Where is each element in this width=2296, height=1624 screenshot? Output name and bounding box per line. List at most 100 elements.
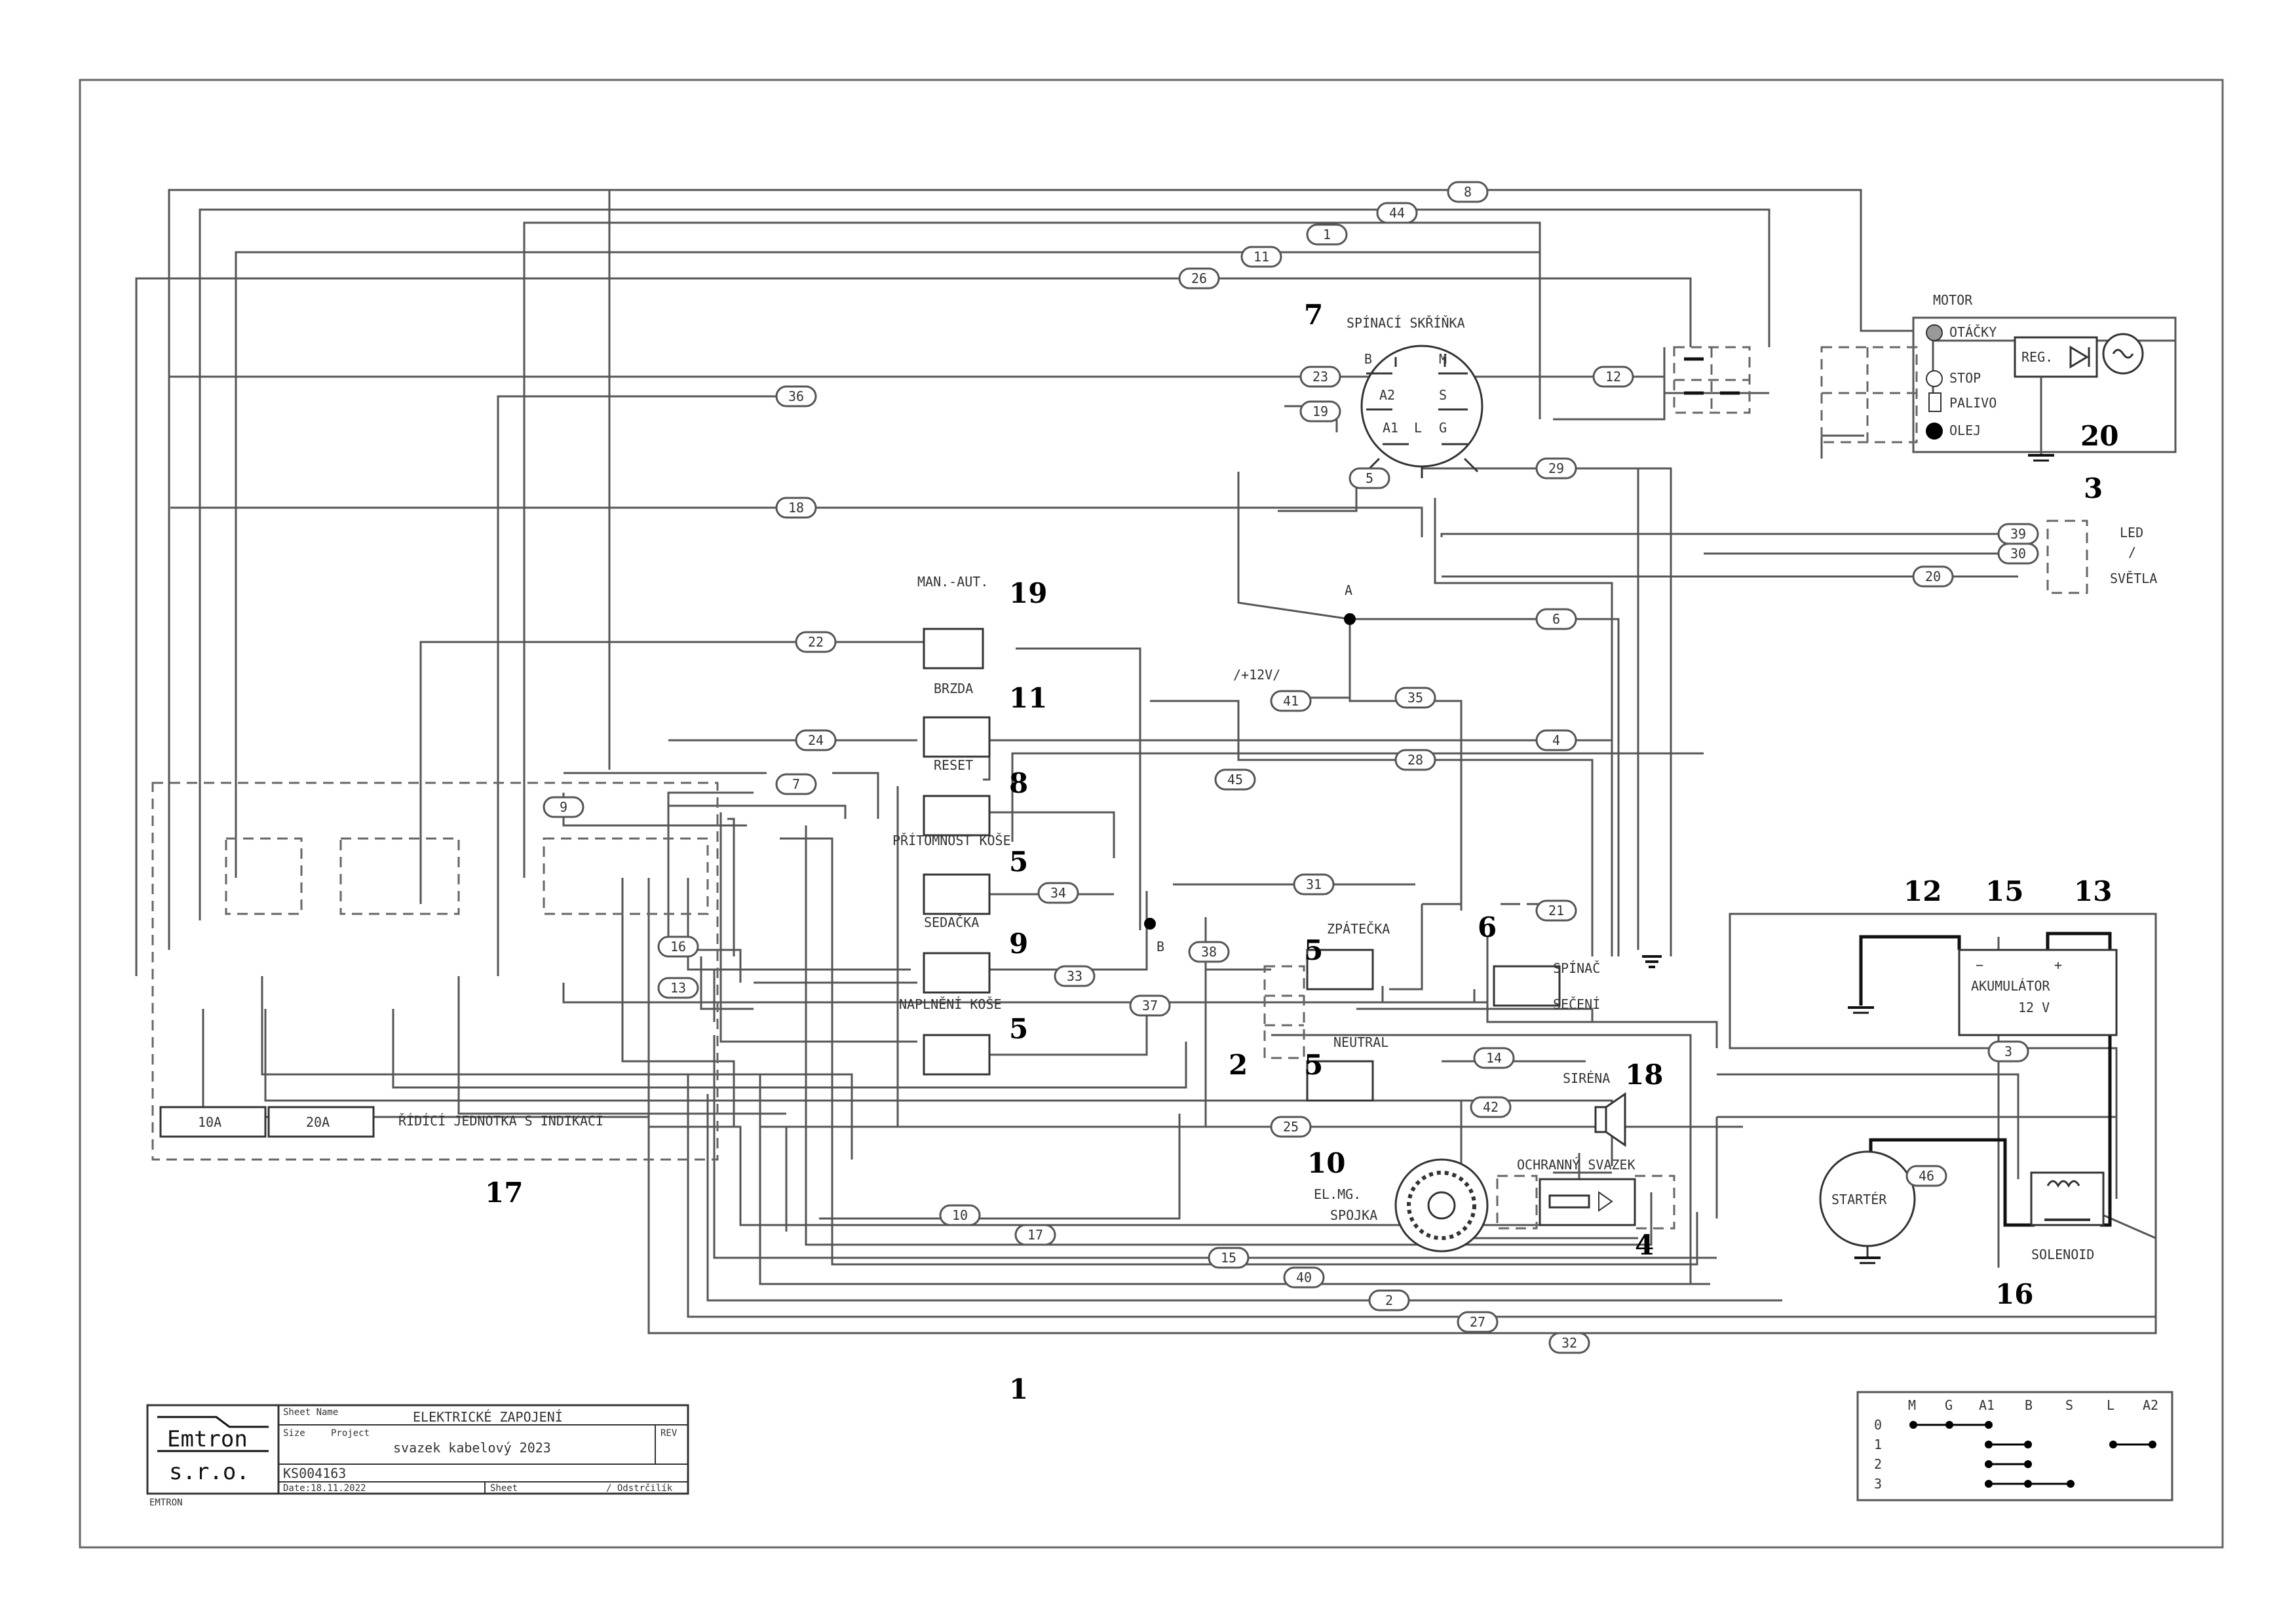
label-led: LED <box>2120 525 2143 540</box>
wire-label-text: 38 <box>1201 944 1217 960</box>
label-ochranny-svazek: OCHRANNÝ SVAZEK <box>1517 1157 1636 1173</box>
title-block: Emtron s.r.o. EMTRON Sheet Name ELEKTRIC… <box>149 1407 678 1508</box>
callout-15: 15 <box>1985 875 2023 907</box>
date: Date:18.11.2022 <box>283 1483 366 1494</box>
wire-label-pill <box>1293 873 1335 896</box>
switch-col-l: L <box>2107 1397 2114 1413</box>
dash-connector <box>1673 346 1751 414</box>
callout-5b: 5 <box>1009 1013 1028 1045</box>
wire-label-pill <box>775 497 817 519</box>
callout-5a: 5 <box>1009 846 1028 878</box>
wire-label: 30 <box>1997 542 2039 565</box>
label-stop: STOP <box>1949 370 1981 386</box>
wire-label-pill <box>1270 1116 1312 1138</box>
wire-label: 41 <box>1270 690 1312 712</box>
wire-label-pill <box>1592 366 1634 388</box>
wire-label-text: 1 <box>1323 227 1331 242</box>
wire-label-pill <box>1178 267 1220 290</box>
label-reg: REG. <box>2021 349 2053 365</box>
wire-label-text: 17 <box>1027 1227 1043 1243</box>
switches <box>923 628 1561 1102</box>
wire-label-pill <box>1306 223 1348 246</box>
wire-label-pill <box>1299 400 1341 423</box>
wire-label-text: 10 <box>952 1207 968 1223</box>
wire-label-text: 34 <box>1050 885 1066 901</box>
callout-5c: 5 <box>1304 934 1323 966</box>
wire-label-pill <box>1912 565 1954 588</box>
callout-1: 1 <box>1009 1373 1028 1405</box>
wire-label-text: 28 <box>1407 752 1423 768</box>
wire-label-text: 32 <box>1561 1335 1577 1351</box>
label-battery-plus: + <box>2054 957 2062 973</box>
callout-20: 20 <box>2080 420 2118 452</box>
wire-label: 36 <box>775 385 817 407</box>
wire-label-text: 18 <box>788 500 804 516</box>
wire-label-pill <box>1299 366 1341 388</box>
callout-8: 8 <box>1009 767 1028 799</box>
wire-label-pill <box>1208 1247 1250 1269</box>
wire-label: 40 <box>1283 1266 1325 1289</box>
ground-symbols <box>1473 955 1662 1002</box>
switch-col-m: M <box>1908 1397 1916 1413</box>
wire-label-text: 19 <box>1312 404 1328 419</box>
wire-label: 16 <box>657 935 699 958</box>
ignition-pin-labels: B M A2 S A1 L G <box>1364 351 1447 436</box>
callout-17: 17 <box>485 1177 523 1209</box>
odstrcilik: / Odstrčilík <box>606 1483 673 1494</box>
wire-label: 34 <box>1037 882 1079 904</box>
wire-label: 8 <box>1447 181 1489 203</box>
label-brzda: BRZDA <box>934 681 973 696</box>
wire-label-text: 16 <box>670 939 686 954</box>
company-line2: s.r.o. <box>169 1459 250 1485</box>
sheet-name: ELEKTRICKÉ ZAPOJENÍ <box>413 1409 563 1425</box>
wire-label-pill <box>1535 457 1577 480</box>
wire-label-text: 12 <box>1605 369 1621 385</box>
wire-label-text: 42 <box>1483 1099 1499 1115</box>
wire-label: 7 <box>775 773 817 795</box>
wire-label-pill <box>1270 690 1312 712</box>
wire-label-text: 29 <box>1548 461 1564 476</box>
motor-block <box>1820 316 2177 462</box>
wire-label-pill <box>1394 687 1436 709</box>
wire-label-text: 4 <box>1552 732 1560 748</box>
wire-label-text: 36 <box>788 388 804 404</box>
wire-label-text: 27 <box>1470 1314 1485 1330</box>
wire-label: 23 <box>1299 366 1341 388</box>
wire-label-pill <box>1376 202 1418 224</box>
label-olej: OLEJ <box>1949 423 1981 438</box>
wire-label: 27 <box>1457 1311 1499 1333</box>
wire-label-pill <box>1535 899 1577 922</box>
wire-label-text: 35 <box>1407 690 1423 706</box>
label-battery-minus: − <box>1976 957 1983 973</box>
wire-label: 18 <box>775 497 817 519</box>
callout-5d: 5 <box>1304 1049 1323 1081</box>
label-akumulator-v: 12 V <box>2018 1000 2050 1015</box>
callout-13: 13 <box>2074 875 2112 907</box>
ignition-pin-m: M <box>1439 351 1447 367</box>
wire-label: 25 <box>1270 1116 1312 1138</box>
label-conn-10a: 10A <box>198 1114 221 1130</box>
label-sirena: SIRÉNA <box>1563 1070 1610 1086</box>
wire-label-pill <box>1014 1224 1056 1246</box>
wire-label-pill <box>775 385 817 407</box>
wire-label-text: 20 <box>1925 569 1941 584</box>
wire-label-text: 3 <box>2004 1044 2012 1059</box>
switch-row-2: 2 <box>1874 1456 1882 1472</box>
wire-label-pill <box>1470 1096 1512 1118</box>
wire-label-text: 26 <box>1191 271 1207 286</box>
callout-19: 19 <box>1009 577 1047 609</box>
wire-label-text: 31 <box>1306 877 1322 892</box>
label-sedacka: SEDAČKA <box>924 915 979 930</box>
wire-label-text: 11 <box>1253 249 1269 265</box>
wire-label: 13 <box>657 977 699 999</box>
wire-label-pill <box>1283 1266 1325 1289</box>
wire-label: 45 <box>1214 768 1256 791</box>
wire-label-pill <box>1548 1332 1590 1354</box>
callout-4: 4 <box>1635 1229 1654 1261</box>
wire-label-text: 44 <box>1389 205 1405 221</box>
wire-label-pill <box>1473 1047 1515 1069</box>
wire-label-pill <box>657 935 699 958</box>
label-starter: STARTÉR <box>1831 1192 1887 1207</box>
callout-2: 2 <box>1229 1049 1248 1081</box>
component-labels: SPÍNACÍ SKŘÍŇKA MOTOR OTÁČKY STOP PALIVO… <box>198 292 2157 1262</box>
